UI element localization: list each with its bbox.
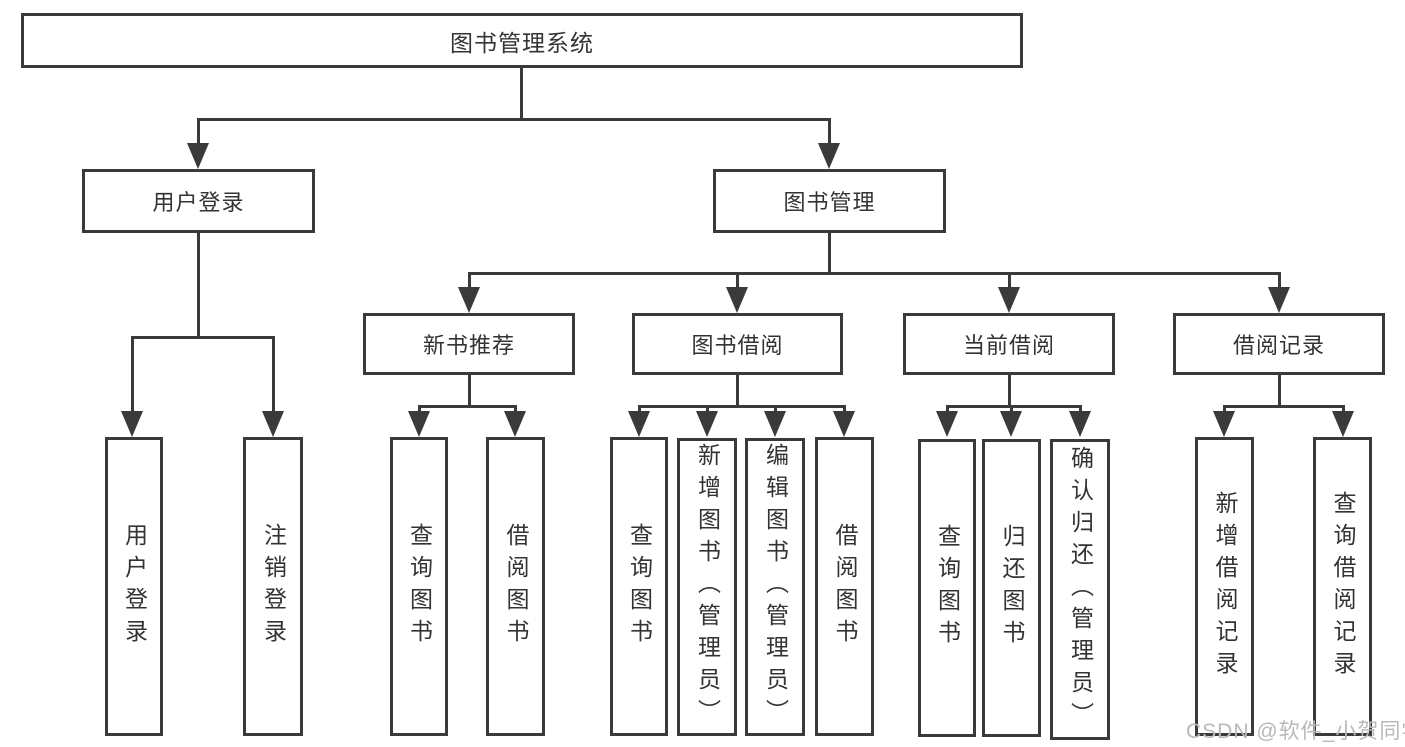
connector-vline <box>1008 272 1011 290</box>
node-label: 图书借阅 <box>691 333 784 358</box>
connector-vline <box>736 375 739 407</box>
node-label: 注销登录 <box>260 522 287 651</box>
node-label: 图书管理 <box>783 190 876 215</box>
node-label: 借阅图书 <box>503 522 529 651</box>
leaf-query-books-current: 查询图书 <box>918 439 976 737</box>
node-label: 查询图书 <box>406 522 433 651</box>
connector-vline <box>197 118 200 146</box>
node-label: 查询图书 <box>626 522 653 651</box>
leaf-query-books-borrow: 查询图书 <box>610 437 668 736</box>
connector-arrowhead <box>1332 411 1354 437</box>
leaf-confirm-return-admin: 确认归还（管理员） <box>1050 439 1110 740</box>
leaf-query-borrow-record: 查询借阅记录 <box>1313 437 1372 736</box>
connector-vline <box>638 405 641 415</box>
node-label: 新书推荐 <box>422 333 515 358</box>
connector-hline <box>946 405 1081 408</box>
connector-arrowhead <box>936 411 958 437</box>
leaf-add-borrow-record: 新增借阅记录 <box>1195 437 1254 736</box>
connector-hline <box>468 272 1281 275</box>
node-label: 新增图书（管理员） <box>694 443 721 731</box>
connector-vline <box>468 272 471 290</box>
connector-vline <box>1278 272 1281 290</box>
node-book-management: 图书管理 <box>713 169 946 233</box>
connector-arrowhead <box>504 411 526 437</box>
node-label: 当前借阅 <box>962 333 1055 358</box>
node-book-borrow: 图书借阅 <box>632 313 843 375</box>
connector-vline <box>828 233 831 274</box>
node-label: 借阅图书 <box>832 522 858 651</box>
connector-arrowhead <box>458 287 480 313</box>
node-borrow-records: 借阅记录 <box>1173 313 1385 375</box>
node-label: 新增借阅记录 <box>1212 490 1238 683</box>
connector-hline <box>132 336 275 339</box>
node-label: 用户登录 <box>121 522 148 651</box>
node-label: 查询图书 <box>934 524 961 652</box>
leaf-borrow-books-recommend: 借阅图书 <box>486 437 545 736</box>
node-user-login: 用户登录 <box>82 169 315 233</box>
node-label: 用户登录 <box>152 190 245 215</box>
connector-hline <box>1223 405 1344 408</box>
connector-vline <box>131 336 134 414</box>
leaf-edit-book-admin: 编辑图书（管理员） <box>745 438 805 736</box>
connector-arrowhead <box>764 411 786 437</box>
node-current-borrow: 当前借阅 <box>903 313 1115 375</box>
leaf-return-book: 归还图书 <box>982 439 1041 737</box>
connector-arrowhead <box>1000 411 1022 437</box>
connector-vline <box>843 405 846 415</box>
connector-vline <box>468 375 471 407</box>
node-new-book-recommend: 新书推荐 <box>363 313 575 375</box>
connector-arrowhead <box>726 287 748 313</box>
connector-arrowhead <box>1069 411 1091 437</box>
leaf-query-books-recommend: 查询图书 <box>390 437 448 736</box>
connector-vline <box>1223 405 1226 415</box>
connector-hline <box>638 405 845 408</box>
connector-vline <box>418 405 421 415</box>
connector-arrowhead <box>262 411 284 437</box>
node-label: 图书管理系统 <box>450 29 594 56</box>
leaf-logout: 注销登录 <box>243 437 303 736</box>
node-library-system: 图书管理系统 <box>21 13 1023 68</box>
connector-vline <box>520 68 523 120</box>
connector-vline <box>1079 405 1082 415</box>
connector-vline <box>1342 405 1345 415</box>
connector-vline <box>1008 375 1011 407</box>
connector-vline <box>828 118 831 146</box>
node-label: 查询借阅记录 <box>1330 490 1356 683</box>
connector-arrowhead <box>187 143 209 169</box>
connector-arrowhead <box>833 411 855 437</box>
connector-vline <box>1278 375 1281 407</box>
leaf-add-book-admin: 新增图书（管理员） <box>677 438 737 736</box>
connector-vline <box>946 405 949 415</box>
connector-arrowhead <box>998 287 1020 313</box>
connector-vline <box>514 405 517 415</box>
connector-arrowhead <box>818 143 840 169</box>
node-label: 归还图书 <box>999 524 1025 652</box>
connector-hline <box>418 405 517 408</box>
node-label: 确认归还（管理员） <box>1067 445 1094 734</box>
connector-hline <box>197 118 831 121</box>
connector-arrowhead <box>408 411 430 437</box>
node-label: 借阅记录 <box>1232 333 1325 358</box>
connector-arrowhead <box>696 411 718 437</box>
node-label: 编辑图书（管理员） <box>762 443 789 731</box>
connector-vline <box>774 405 777 415</box>
connector-vline <box>1010 405 1013 415</box>
connector-arrowhead <box>628 411 650 437</box>
leaf-user-login: 用户登录 <box>105 437 163 736</box>
connector-vline <box>706 405 709 415</box>
connector-vline <box>272 336 275 414</box>
connector-arrowhead <box>121 411 143 437</box>
connector-arrowhead <box>1213 411 1235 437</box>
connector-vline <box>736 272 739 290</box>
connector-arrowhead <box>1268 287 1290 313</box>
connector-vline <box>197 233 200 338</box>
leaf-borrow-books-2: 借阅图书 <box>815 437 874 736</box>
watermark: CSDN @软件_小贺同学 <box>1186 720 1405 743</box>
